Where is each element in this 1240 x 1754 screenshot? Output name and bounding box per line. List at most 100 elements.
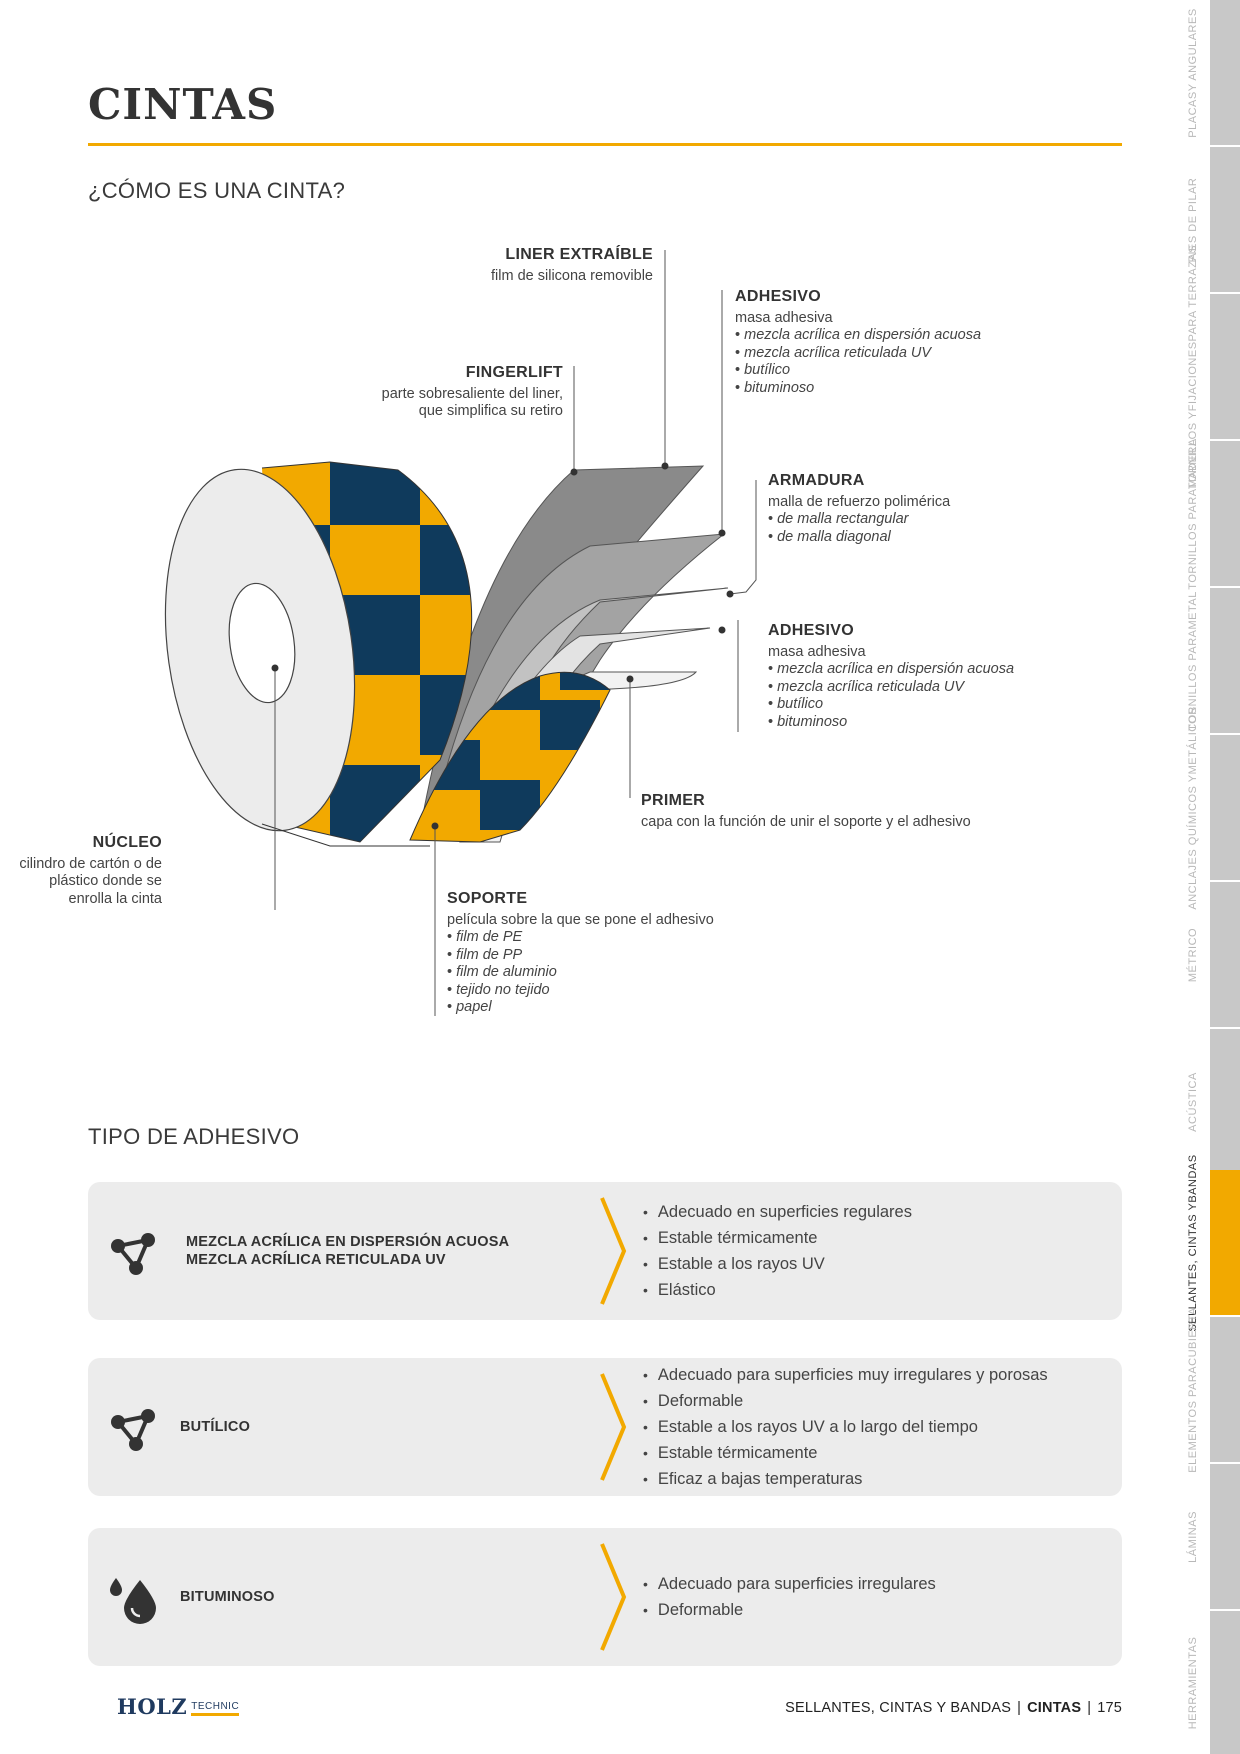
soporte-item: tejido no tejido — [447, 982, 714, 1000]
adhesive-bottom-desc: masa adhesiva — [768, 643, 866, 660]
adhesive-prop: Estable a los rayos UV — [643, 1251, 912, 1277]
nucleo-title: NÚCLEO — [92, 834, 162, 851]
adhesive-card-butyl: BUTÍLICO Adecuado para superficies muy i… — [88, 1358, 1122, 1496]
adhesive-name: BITUMINOSO — [180, 1589, 275, 1605]
adhesive-bottom-item: butílico — [768, 696, 1014, 714]
adhesive-bottom-title: ADHESIVO — [768, 622, 854, 639]
section-heading-how: ¿CÓMO ES UNA CINTA? — [88, 178, 346, 203]
side-tab-laminas[interactable]: LÁMINAS — [1179, 1464, 1240, 1609]
side-tab-metrico[interactable]: MÉTRICO — [1179, 882, 1240, 1027]
adhesive-prop: Adecuado en superficies regulares — [643, 1199, 912, 1225]
molecule-icon — [111, 1409, 155, 1451]
roll-core — [228, 582, 296, 704]
callout-fingerlift: FINGERLIFT parte sobresaliente del liner… — [382, 364, 563, 421]
liner-title: LINER EXTRAÍBLE — [505, 246, 653, 263]
primer-desc: capa con la función de unir el soporte y… — [641, 813, 971, 830]
brand-name: HOLZ — [117, 1694, 188, 1719]
liner-desc: film de silicona removible — [491, 267, 653, 284]
armadura-item: de malla rectangular — [768, 511, 950, 529]
adhesive-prop: Deformable — [643, 1597, 936, 1623]
armadura-title: ARMADURA — [768, 472, 865, 489]
adhesive-props: Adecuado en superficies regulares Establ… — [643, 1182, 912, 1320]
side-tab-acustica[interactable]: ACÚSTICA — [1179, 1029, 1240, 1174]
footer-separator: | — [1017, 1700, 1022, 1716]
callout-adhesive-top: ADHESIVO masa adhesiva mezcla acrílica e… — [735, 288, 981, 397]
tape-diagram: LINER EXTRAÍBLE film de silicona removib… — [0, 0, 1140, 1040]
tape-illustration — [164, 250, 757, 1016]
adhesive-names: MEZCLA ACRÍLICA EN DISPERSIÓN ACUOSA MEZ… — [186, 1182, 509, 1320]
nucleo-desc-2: plástico donde se — [49, 873, 162, 889]
callout-liner: LINER EXTRAÍBLE film de silicona removib… — [491, 246, 653, 285]
adhesive-props: Adecuado para superficies muy irregulare… — [643, 1358, 1048, 1496]
soporte-title: SOPORTE — [447, 890, 528, 907]
soporte-item: papel — [447, 999, 714, 1017]
drops-icon — [110, 1578, 156, 1624]
adhesive-prop: Elástico — [643, 1277, 912, 1303]
adhesive-name: MEZCLA ACRÍLICA RETICULADA UV — [186, 1252, 446, 1268]
adhesive-prop: Adecuado para superficies muy irregulare… — [643, 1362, 1048, 1388]
footer-breadcrumb: SELLANTES, CINTAS Y BANDAS|CINTAS|175 — [785, 1700, 1122, 1716]
callout-armadura: ARMADURA malla de refuerzo polimérica de… — [768, 472, 950, 546]
adhesive-prop: Adecuado para superficies irregulares — [643, 1571, 936, 1597]
adhesive-top-title: ADHESIVO — [735, 288, 821, 305]
page-title: CINTAS — [88, 80, 278, 129]
primer-title: PRIMER — [641, 792, 706, 809]
adhesive-top-item: bituminoso — [735, 380, 981, 398]
chevron-right-icon — [600, 1373, 627, 1481]
nucleo-desc-1: cilindro de cartón o de — [19, 855, 162, 872]
title-rule — [88, 143, 1122, 146]
brand-sub: TECHNIC — [191, 1701, 240, 1716]
footer-category: SELLANTES, CINTAS Y BANDAS — [785, 1700, 1012, 1716]
nucleo-desc-3: enrolla la cinta — [68, 890, 163, 907]
adhesive-bottom-item: mezcla acrílica reticulada UV — [768, 679, 1014, 697]
adhesive-top-item: mezcla acrílica en dispersión acuosa — [735, 327, 981, 345]
soporte-desc: película sobre la que se pone el adhesiv… — [447, 911, 714, 928]
adhesive-bottom-item: mezcla acrílica en dispersión acuosa — [768, 661, 1014, 679]
callout-soporte: SOPORTE película sobre la que se pone el… — [447, 890, 714, 1017]
adhesive-top-desc: masa adhesiva — [735, 309, 833, 326]
callout-nucleo: NÚCLEO cilindro de cartón o de plástico … — [19, 834, 162, 908]
fingerlift-desc-2: que simplifica su retiro — [418, 403, 563, 419]
adhesive-bottom-item: bituminoso — [768, 714, 1014, 732]
armadura-item: de malla diagonal — [768, 529, 950, 547]
adhesive-prop: Estable a los rayos UV a lo largo del ti… — [643, 1414, 1048, 1440]
callout-adhesive-bottom: ADHESIVO masa adhesiva mezcla acrílica e… — [768, 622, 1014, 731]
fingerlift-desc-1: parte sobresaliente del liner, — [381, 385, 563, 402]
molecule-icon — [111, 1233, 155, 1275]
adhesive-top-item: mezcla acrílica reticulada UV — [735, 345, 981, 363]
chevron-right-icon — [600, 1543, 627, 1651]
callout-primer: PRIMER capa con la función de unir el so… — [641, 792, 971, 831]
adhesive-prop: Estable térmicamente — [643, 1440, 1048, 1466]
page-number: 175 — [1097, 1700, 1122, 1716]
chevron-right-icon — [600, 1197, 627, 1305]
adhesive-card-bituminous: BITUMINOSO Adecuado para superficies irr… — [88, 1528, 1122, 1666]
adhesive-name: BUTÍLICO — [180, 1419, 251, 1435]
adhesive-name: MEZCLA ACRÍLICA EN DISPERSIÓN ACUOSA — [186, 1234, 510, 1250]
footer-section: CINTAS — [1027, 1700, 1082, 1716]
armadura-desc: malla de refuerzo polimérica — [768, 493, 951, 510]
side-tab-pies-de-pilar[interactable]: PIES DE PILAR — [1179, 147, 1240, 292]
soporte-item: film de aluminio — [447, 964, 714, 982]
side-tab-herramientas[interactable]: HERRAMIENTAS — [1179, 1611, 1240, 1754]
soporte-item: film de PE — [447, 929, 714, 947]
adhesive-card-acrylic: MEZCLA ACRÍLICA EN DISPERSIÓN ACUOSA MEZ… — [88, 1182, 1122, 1320]
adhesive-prop: Estable térmicamente — [643, 1225, 912, 1251]
fingerlift-title: FINGERLIFT — [465, 364, 563, 381]
soporte-item: film de PP — [447, 947, 714, 965]
adhesive-names: BUTÍLICO — [180, 1358, 250, 1496]
section-heading-adhesive-type: TIPO DE ADHESIVO — [88, 1124, 300, 1149]
adhesive-names: BITUMINOSO — [180, 1528, 275, 1666]
adhesive-props: Adecuado para superficies irregulares De… — [643, 1528, 936, 1666]
adhesive-prop: Eficaz a bajas temperaturas — [643, 1466, 1048, 1492]
brand-logo: HOLZ TECHNIC — [117, 1694, 240, 1719]
adhesive-top-item: butílico — [735, 362, 981, 380]
adhesive-prop: Deformable — [643, 1388, 1048, 1414]
